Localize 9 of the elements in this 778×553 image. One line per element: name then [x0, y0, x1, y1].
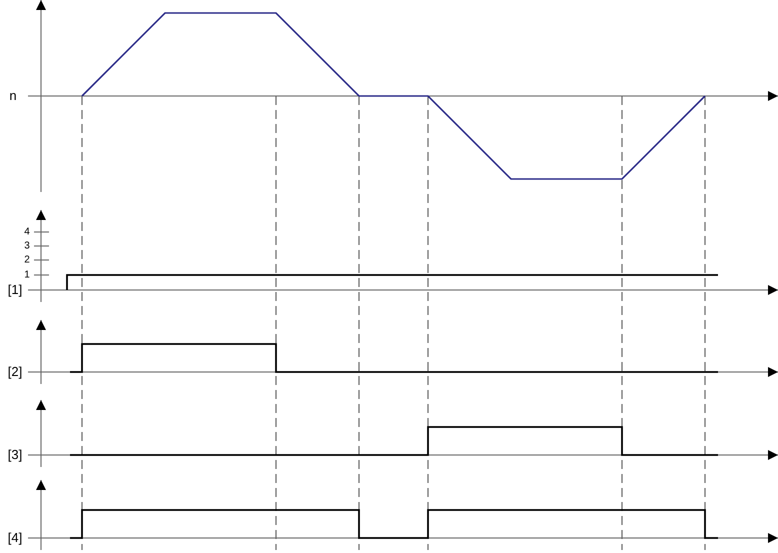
tick-label: 2	[24, 254, 30, 266]
tick-label: 1	[24, 270, 30, 280]
tick-label: 4	[24, 226, 30, 238]
signal-label: [1]	[8, 283, 22, 297]
signal-label: [2]	[8, 365, 22, 379]
tick-label: 3	[24, 240, 30, 252]
signal-label: [3]	[8, 448, 22, 462]
signal-label: [4]	[8, 531, 22, 545]
axis-label: n	[9, 89, 17, 103]
